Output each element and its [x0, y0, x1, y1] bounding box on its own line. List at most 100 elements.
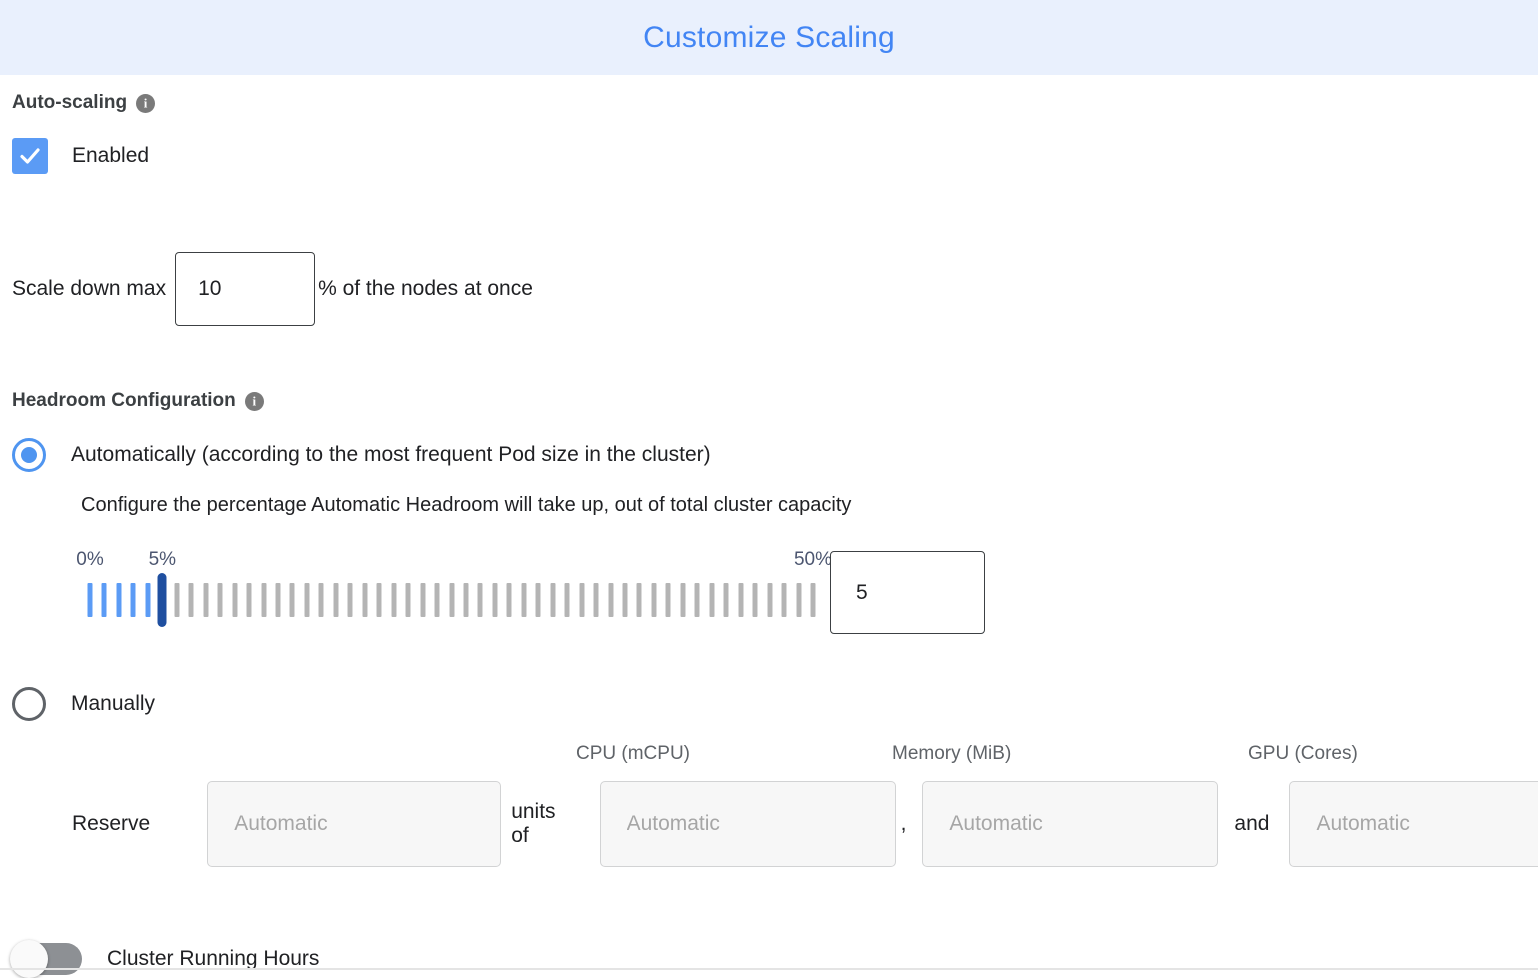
slider-tick[interactable] — [174, 583, 180, 617]
reserve-memory-input[interactable] — [922, 781, 1219, 867]
slider-tick[interactable] — [535, 583, 541, 617]
headroom-percentage-slider[interactable] — [87, 573, 816, 627]
scale-down-max-row: Scale down max % of the nodes at once — [12, 252, 1526, 326]
slider-tick[interactable] — [680, 583, 686, 617]
slider-tick[interactable] — [261, 583, 267, 617]
slider-tick[interactable] — [145, 583, 151, 617]
slider-tick-label: 50% — [793, 549, 833, 570]
auto-scaling-enabled-checkbox[interactable] — [12, 138, 48, 174]
slider-tick[interactable] — [651, 583, 657, 617]
slider-tick[interactable] — [665, 583, 671, 617]
slider-tick[interactable] — [622, 583, 628, 617]
reserve-line: Reserve units of , and — [12, 781, 1538, 867]
slider-tick[interactable] — [796, 583, 802, 617]
slider-tick[interactable] — [217, 583, 223, 617]
slider-tick[interactable] — [376, 583, 382, 617]
slider-tick[interactable] — [347, 583, 353, 617]
slider-tick[interactable] — [781, 583, 787, 617]
headroom-manual-option[interactable]: Manually — [12, 687, 1526, 721]
headroom-percentage-slider-wrap: 0% 5% 50% — [12, 549, 1526, 645]
slider-tick[interactable] — [738, 583, 744, 617]
slider-tick[interactable] — [232, 583, 238, 617]
slider-tick-label: 0% — [76, 549, 104, 570]
slider-tick[interactable] — [723, 583, 729, 617]
slider-tick[interactable] — [203, 583, 209, 617]
headroom-automatic-option[interactable]: Automatically (according to the most fre… — [12, 438, 1526, 472]
headroom-automatic-help-text: Configure the percentage Automatic Headr… — [81, 494, 852, 516]
reserve-gpu-input[interactable] — [1289, 781, 1538, 867]
reserve-units-input[interactable] — [207, 781, 502, 867]
slider-tick[interactable] — [130, 583, 136, 617]
comma-separator: , — [900, 812, 907, 835]
cluster-running-hours-toggle[interactable] — [10, 940, 82, 978]
headroom-percentage-input[interactable] — [830, 551, 985, 634]
slider-tick[interactable] — [579, 583, 585, 617]
info-icon[interactable]: i — [136, 93, 156, 113]
auto-scaling-enabled-row[interactable]: Enabled — [12, 138, 1526, 174]
headroom-automatic-label: Automatically (according to the most fre… — [71, 443, 711, 466]
headroom-configuration-label: Headroom Configuration — [12, 390, 236, 411]
slider-tick[interactable] — [810, 583, 816, 617]
slider-tick[interactable] — [289, 583, 295, 617]
slider-tick[interactable] — [492, 583, 498, 617]
slider-tick[interactable] — [420, 583, 426, 617]
headroom-manual-reserve-grid: CPU (mCPU) Memory (MiB) GPU (Cores) Rese… — [12, 743, 1538, 873]
slider-tick[interactable] — [608, 583, 614, 617]
column-header-gpu: GPU (Cores) — [1248, 743, 1358, 764]
slider-tick[interactable] — [304, 583, 310, 617]
slider-tick[interactable] — [694, 583, 700, 617]
bottom-divider — [0, 968, 1538, 970]
slider-tick[interactable] — [333, 583, 339, 617]
cluster-running-hours-row[interactable]: Cluster Running Hours — [10, 940, 1526, 978]
slider-tick[interactable] — [593, 583, 599, 617]
cluster-running-hours-label: Cluster Running Hours — [107, 947, 320, 970]
slider-tick[interactable] — [709, 583, 715, 617]
slider-tick-labels: 0% 5% 50% — [12, 549, 1526, 577]
slider-tick[interactable] — [275, 583, 281, 617]
scale-down-max-suffix-label: % of the nodes at once — [318, 277, 533, 300]
slider-thumb[interactable] — [157, 573, 167, 627]
slider-tick[interactable] — [362, 583, 368, 617]
auto-scaling-label: Auto-scaling — [12, 92, 128, 113]
slider-tick[interactable] — [752, 583, 758, 617]
units-of-label: units of — [511, 800, 556, 847]
slider-tick[interactable] — [463, 583, 469, 617]
slider-tick[interactable] — [636, 583, 642, 617]
reserve-cpu-input[interactable] — [599, 781, 896, 867]
slider-tick[interactable] — [318, 583, 324, 617]
column-header-cpu: CPU (mCPU) — [576, 743, 690, 764]
check-icon — [20, 148, 40, 164]
slider-tick[interactable] — [767, 583, 773, 617]
scale-down-max-input[interactable] — [175, 252, 316, 326]
slider-tick[interactable] — [550, 583, 556, 617]
slider-tick[interactable] — [391, 583, 397, 617]
headroom-section-header: Headroom Configuration i — [12, 390, 1526, 412]
slider-tick[interactable] — [564, 583, 570, 617]
dialog-body: Auto-scaling i Enabled Scale down max % … — [0, 92, 1538, 978]
slider-tick[interactable] — [434, 583, 440, 617]
info-icon[interactable]: i — [244, 391, 264, 411]
auto-scaling-enabled-label: Enabled — [72, 144, 150, 167]
slider-tick[interactable] — [87, 583, 93, 617]
dialog-header: Customize Scaling — [0, 0, 1538, 75]
slider-tick[interactable] — [405, 583, 411, 617]
column-header-memory: Memory (MiB) — [892, 743, 1012, 764]
reserve-label: Reserve — [72, 812, 151, 835]
headroom-manual-radio[interactable] — [12, 687, 46, 721]
page-title: Customize Scaling — [643, 20, 895, 54]
headroom-manual-label: Manually — [71, 692, 156, 715]
slider-tick[interactable] — [449, 583, 454, 617]
scale-down-max-prefix-label: Scale down max — [12, 277, 167, 300]
slider-tick[interactable] — [506, 583, 512, 617]
slider-tick[interactable] — [188, 583, 194, 617]
slider-tick[interactable] — [116, 583, 122, 617]
slider-tick[interactable] — [477, 583, 483, 617]
slider-tick-label: 5% — [148, 549, 177, 570]
headroom-automatic-radio[interactable] — [12, 438, 46, 472]
and-separator: and — [1234, 812, 1270, 835]
slider-tick[interactable] — [101, 583, 107, 617]
slider-tick[interactable] — [246, 583, 252, 617]
toggle-knob — [10, 940, 48, 978]
auto-scaling-section-header: Auto-scaling i — [12, 92, 1526, 114]
slider-tick[interactable] — [521, 583, 527, 617]
